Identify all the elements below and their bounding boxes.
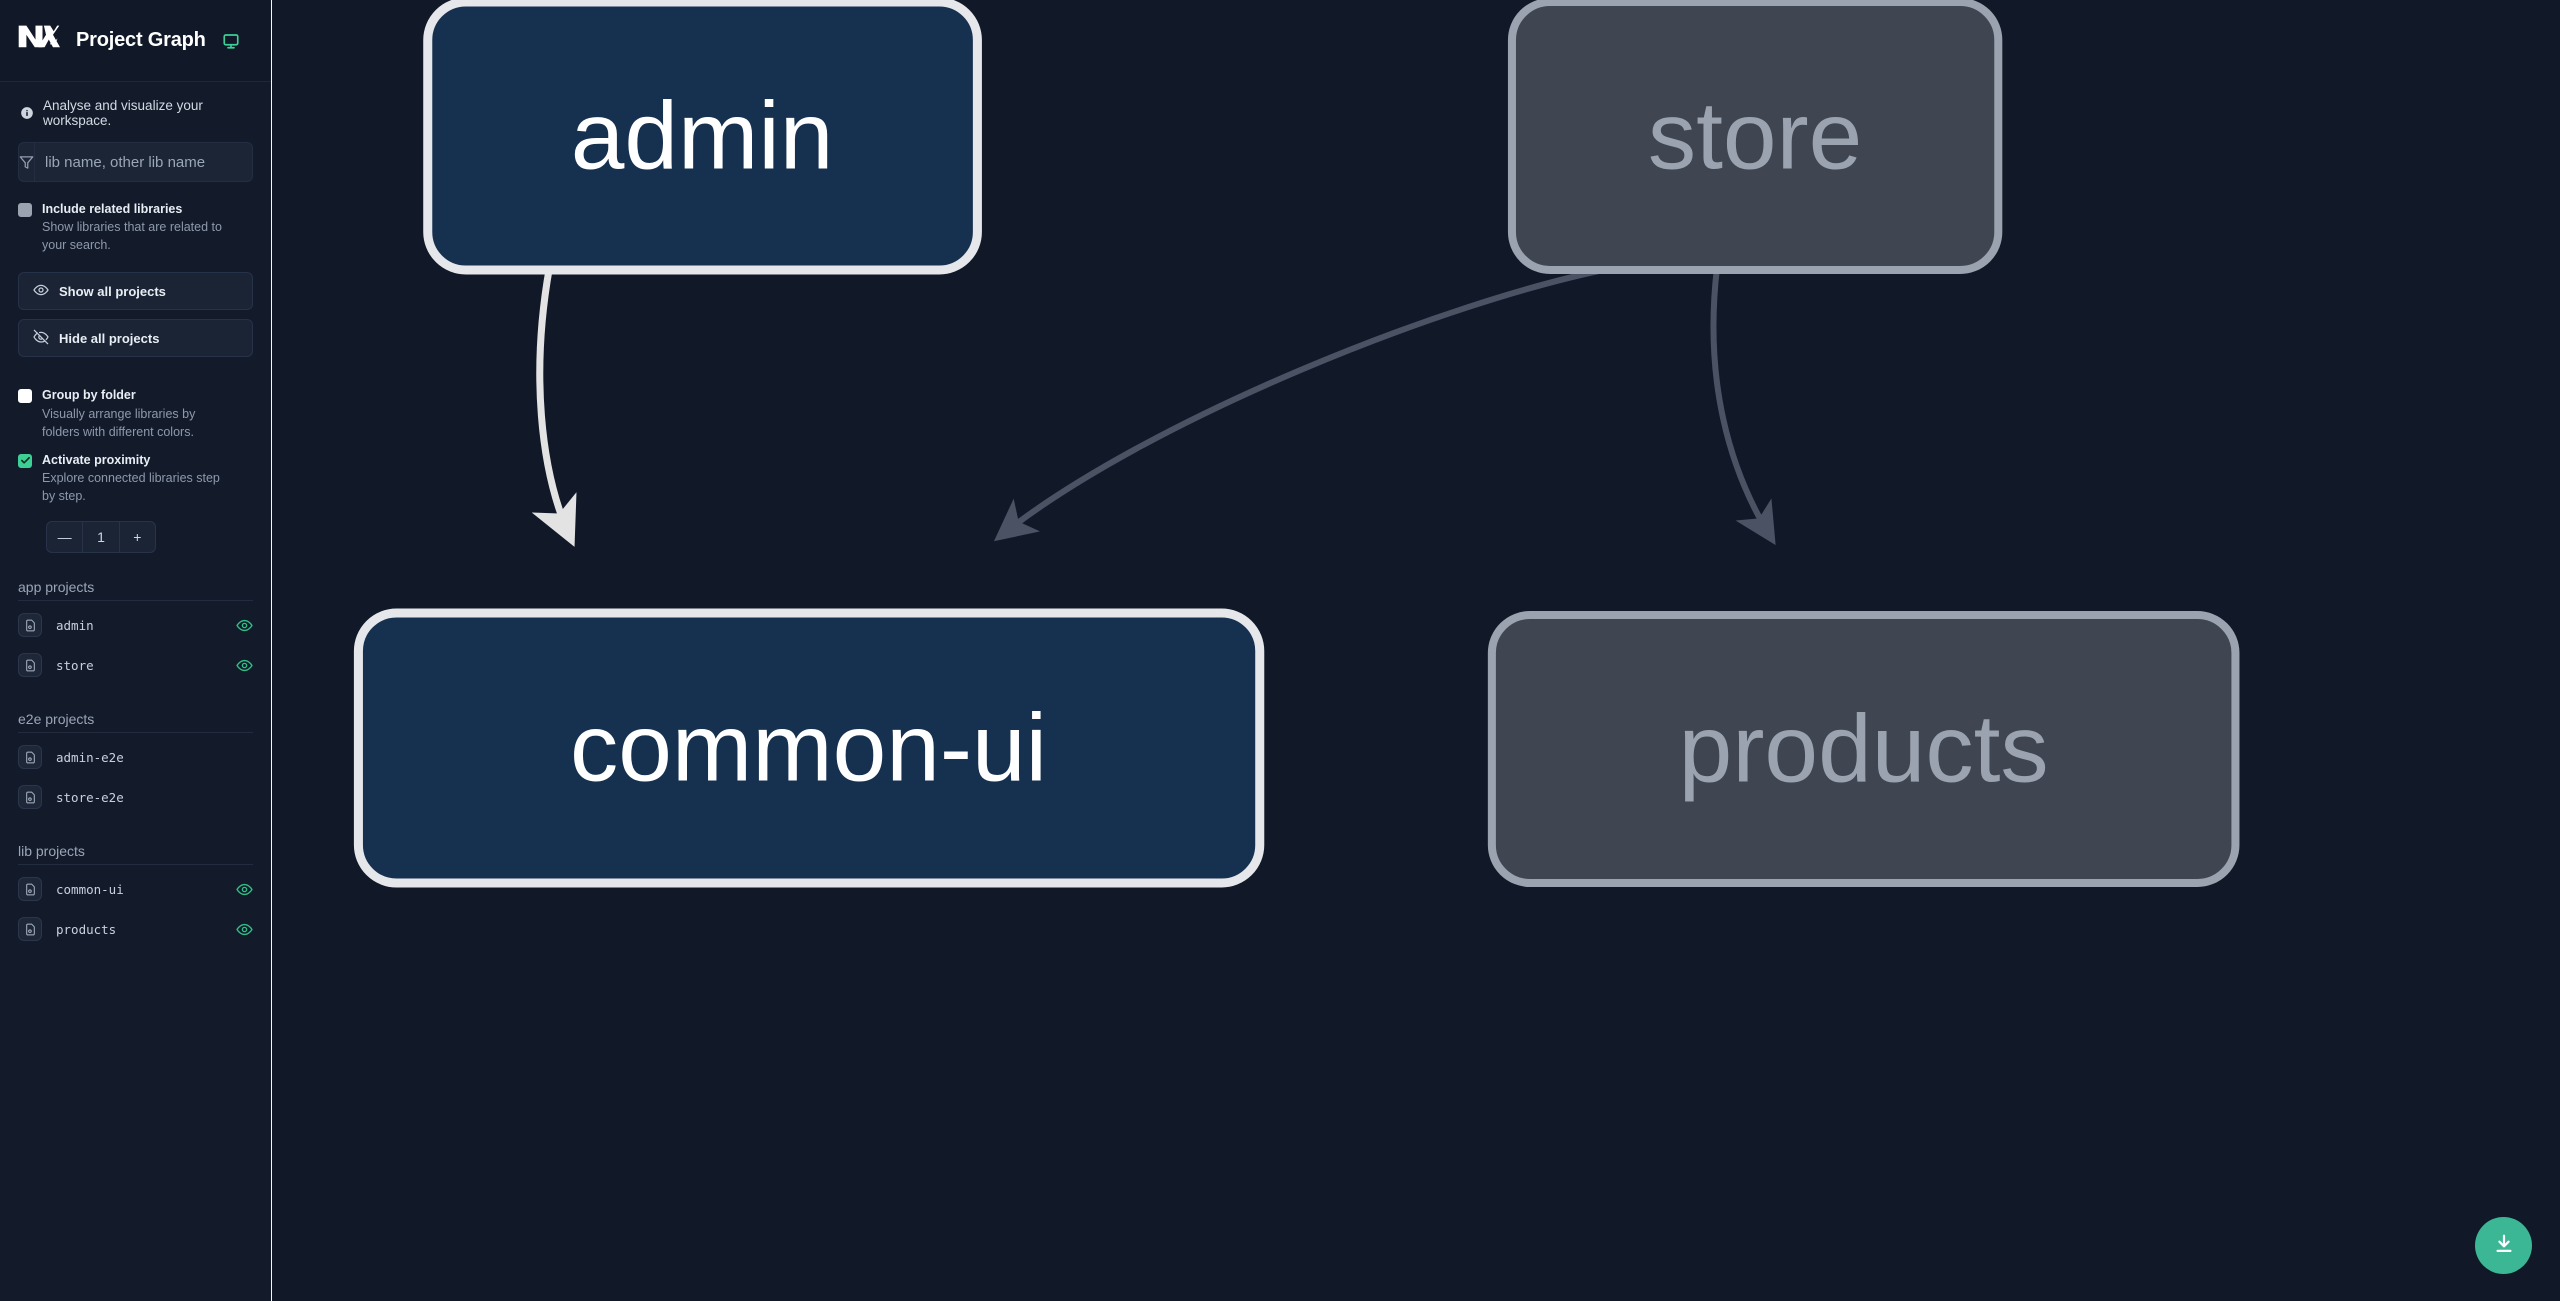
- group-by-folder-checkbox[interactable]: [18, 389, 32, 404]
- graph-node-products[interactable]: products: [1487, 611, 2240, 887]
- project-name: store-e2e: [56, 789, 124, 805]
- spacer: [18, 258, 253, 272]
- search-bar[interactable]: [18, 142, 253, 182]
- project-file-icon: [18, 745, 42, 770]
- project-group-label: lib projects: [18, 843, 253, 866]
- edge-store-to-products: [1710, 267, 1776, 546]
- proximity-stepper[interactable]: — 1 +: [46, 521, 156, 554]
- download-icon: [2493, 1233, 2515, 1258]
- project-name: admin-e2e: [56, 749, 124, 765]
- info-icon: [20, 106, 34, 120]
- activate-proximity-label: Activate proximity: [42, 452, 151, 467]
- page-title: Project Graph: [76, 29, 206, 51]
- project-list-item-common-ui[interactable]: common-ui: [18, 869, 253, 909]
- sidebar-body: Include related libraries Show libraries…: [0, 142, 271, 1301]
- show-all-projects-label: Show all projects: [59, 283, 166, 299]
- graph-canvas[interactable]: admin store common-ui products: [272, 0, 2560, 1301]
- project-name: store: [56, 657, 94, 673]
- activate-proximity-checkbox[interactable]: [18, 453, 32, 468]
- tagline-text: Analyse and visualize your workspace.: [43, 98, 203, 128]
- group-by-folder-label: Group by folder: [42, 388, 136, 403]
- project-list-item-store[interactable]: store: [18, 645, 253, 685]
- option-include-related-libraries[interactable]: Include related libraries Show libraries…: [18, 194, 253, 258]
- graph-node-store[interactable]: store: [1507, 0, 2003, 274]
- option-activate-proximity[interactable]: Activate proximity Explore connected lib…: [18, 445, 253, 509]
- proximity-increment-button[interactable]: +: [133, 529, 142, 546]
- project-name: common-ui: [56, 881, 124, 897]
- eye-icon: [33, 282, 49, 301]
- project-file-icon: [18, 917, 42, 942]
- project-name: products: [56, 921, 117, 937]
- group-by-folder-description: Visually arrange libraries by folders wi…: [42, 406, 196, 439]
- project-group-label: e2e projects: [18, 711, 253, 734]
- graph-node-admin[interactable]: admin: [423, 0, 982, 275]
- project-list-item-products[interactable]: products: [18, 909, 253, 949]
- project-list-item-admin[interactable]: admin: [18, 605, 253, 645]
- project-group-label: app projects: [18, 579, 253, 602]
- eye-icon[interactable]: [236, 617, 253, 634]
- spacer: [18, 366, 253, 380]
- node-label: products: [1679, 696, 2049, 803]
- include-related-description: Show libraries that are related to your …: [42, 220, 222, 253]
- node-rect[interactable]: [1487, 611, 2240, 887]
- project-group-app: app projects admin: [18, 579, 253, 685]
- option-group-by-folder[interactable]: Group by folder Visually arrange librari…: [18, 380, 253, 444]
- graph-edges: [531, 265, 1776, 547]
- project-list-item-store-e2e[interactable]: store-e2e: [18, 777, 253, 817]
- divider: [82, 522, 84, 553]
- include-related-checkbox[interactable]: [18, 203, 32, 217]
- nx-logo-icon: [18, 24, 60, 58]
- project-file-icon: [18, 653, 42, 678]
- activate-proximity-description: Explore connected libraries step by step…: [42, 470, 220, 503]
- project-file-icon: [18, 877, 42, 902]
- search-input[interactable]: [35, 143, 252, 181]
- project-graph-svg: admin store common-ui products: [353, 0, 2240, 888]
- project-name: admin: [56, 617, 94, 633]
- sidebar-header: Project Graph: [0, 0, 271, 82]
- show-all-projects-button[interactable]: Show all projects: [18, 272, 253, 311]
- proximity-value: 1: [97, 529, 105, 546]
- project-list-item-admin-e2e[interactable]: admin-e2e: [18, 737, 253, 777]
- hide-all-projects-button[interactable]: Hide all projects: [18, 319, 253, 358]
- project-file-icon: [18, 785, 42, 810]
- project-file-icon: [18, 613, 42, 638]
- eye-icon[interactable]: [236, 921, 253, 938]
- include-related-label: Include related libraries: [42, 202, 183, 216]
- project-group-lib: lib projects common-ui: [18, 843, 253, 949]
- monitor-icon[interactable]: [222, 32, 240, 50]
- eye-icon[interactable]: [236, 657, 253, 674]
- project-group-e2e: e2e projects admin-e2e: [18, 711, 253, 817]
- node-label: admin: [571, 83, 834, 190]
- eye-off-icon: [33, 329, 49, 348]
- node-rect[interactable]: [1507, 0, 2003, 274]
- eye-icon[interactable]: [236, 881, 253, 898]
- edge-store-to-common-ui: [993, 265, 1615, 542]
- graph-node-common-ui[interactable]: common-ui: [353, 608, 1265, 888]
- tagline: Analyse and visualize your workspace.: [0, 82, 271, 142]
- node-rect[interactable]: [353, 608, 1265, 888]
- sidebar: Project Graph Analyse and visualize your…: [0, 0, 282, 1301]
- node-label: store: [1648, 83, 1862, 190]
- node-rect[interactable]: [423, 0, 982, 275]
- edge-admin-to-common-ui: [531, 267, 577, 547]
- proximity-decrement-button[interactable]: —: [57, 529, 72, 546]
- hide-all-projects-label: Hide all projects: [59, 330, 160, 346]
- node-label: common-ui: [570, 695, 1047, 802]
- download-graph-button[interactable]: [2475, 1217, 2532, 1274]
- divider: [118, 522, 120, 553]
- filter-funnel-icon: [19, 143, 35, 181]
